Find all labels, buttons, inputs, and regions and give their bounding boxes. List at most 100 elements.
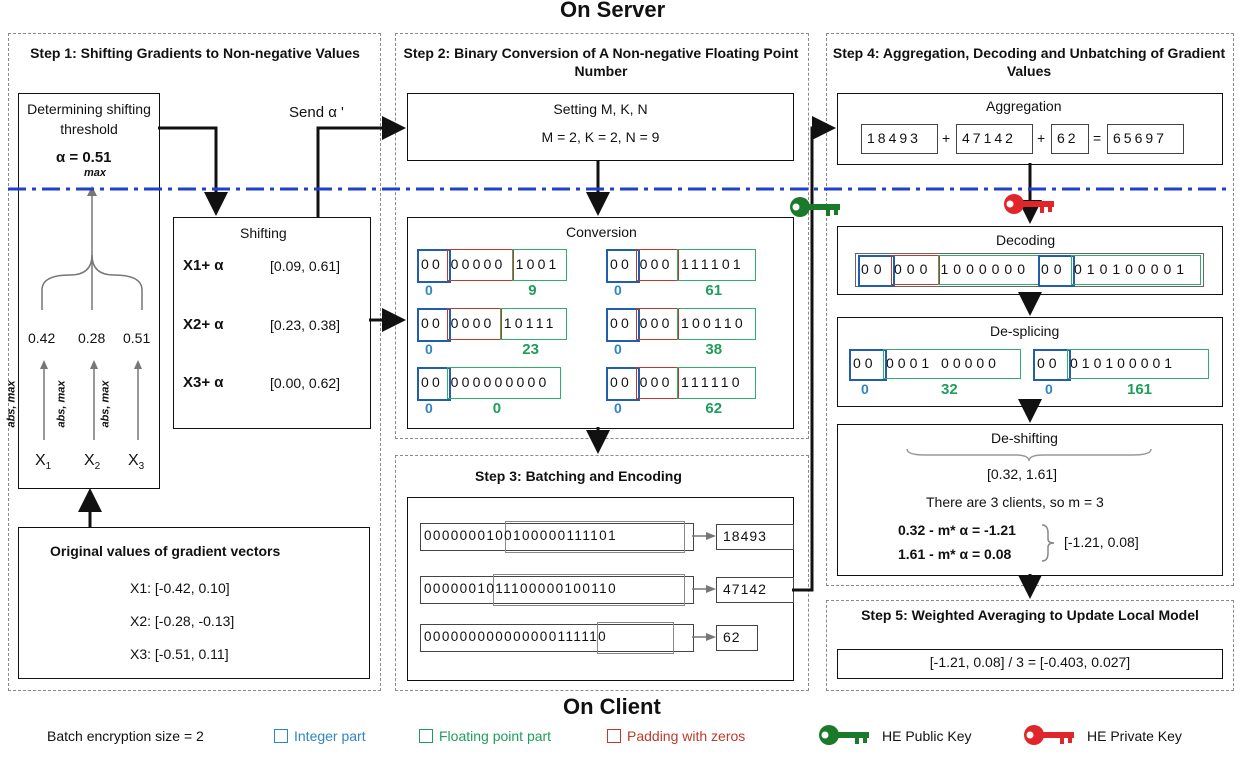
agg-box bbox=[861, 124, 938, 154]
padding-box bbox=[635, 249, 679, 281]
batch-bits: 0000001011100000100110 bbox=[424, 581, 617, 596]
agg-box bbox=[1051, 124, 1089, 154]
fraction-box bbox=[499, 308, 567, 340]
legend-integer: Integer part bbox=[274, 728, 366, 744]
legend-private-key-icon bbox=[1024, 725, 1074, 745]
legend: Batch encryption size = 2 Integer part F… bbox=[0, 722, 1243, 754]
batch-bits: 0000000100100000111101 bbox=[424, 528, 617, 543]
int-value: 0 bbox=[425, 282, 433, 298]
batch-value-box bbox=[716, 625, 758, 651]
pad-bits: 000 bbox=[639, 374, 673, 390]
decoding-seg bbox=[1038, 255, 1075, 287]
frac-value: 38 bbox=[705, 341, 723, 358]
pad-bits: 000 bbox=[639, 256, 673, 272]
step5-title: Step 5: Weighted Averaging to Update Loc… bbox=[861, 607, 1199, 623]
agg-operator: = bbox=[1093, 130, 1102, 146]
pad-bits: 000 bbox=[639, 315, 673, 331]
batch-row-box bbox=[420, 624, 694, 652]
value-2: 0.28 bbox=[78, 330, 106, 346]
client-title: On Client bbox=[563, 694, 661, 719]
aggregation-title: Aggregation bbox=[986, 98, 1062, 114]
shifting-title: Shifting bbox=[240, 225, 287, 241]
decoding-seg bbox=[1071, 255, 1201, 285]
deshift-box bbox=[837, 424, 1223, 576]
agg-value: 47142 bbox=[962, 130, 1016, 146]
int-value: 0 bbox=[425, 400, 433, 416]
x2-label: X2 bbox=[84, 452, 101, 473]
despl-frac-box bbox=[1067, 349, 1209, 379]
decoding-bits: 00 bbox=[1041, 261, 1067, 277]
decoding-bits: 00 bbox=[861, 261, 887, 277]
despl-bits: 010100001 bbox=[1070, 355, 1177, 371]
original-title: Original values of gradient vectors bbox=[50, 543, 281, 559]
pad-bits: 00000 bbox=[450, 256, 506, 272]
alpha-value: α = 0.51 bbox=[56, 149, 112, 166]
batch-bits-box bbox=[493, 574, 685, 606]
batch-bits-box bbox=[596, 622, 674, 654]
threshold-label: Determining shifting threshold bbox=[27, 101, 151, 137]
agg-value: 65697 bbox=[1113, 130, 1167, 146]
despl-frac-box bbox=[883, 349, 1021, 379]
despl-int-box bbox=[1033, 349, 1071, 381]
integer-part-box bbox=[417, 367, 451, 401]
agg-operator: + bbox=[942, 130, 951, 146]
fraction-box bbox=[511, 249, 567, 281]
decoding-title: Decoding bbox=[996, 232, 1056, 248]
decoding-seg bbox=[891, 255, 940, 285]
conversion-box bbox=[407, 217, 794, 429]
despl-int: 00 bbox=[1037, 355, 1061, 371]
shift-lhs-1: X1+ α bbox=[183, 257, 224, 274]
legend-public-key-icon bbox=[819, 725, 869, 745]
integer-part-box bbox=[417, 249, 451, 283]
legend-public-key: HE Public Key bbox=[882, 728, 972, 744]
clients-text: There are 3 clients, so m = 3 bbox=[926, 494, 1104, 510]
shifting-box bbox=[173, 217, 371, 429]
decoding-bits: 010100001 bbox=[1074, 261, 1190, 277]
shift-lhs-3: X3+ α bbox=[183, 374, 224, 391]
batch-row-box bbox=[420, 576, 694, 604]
abs-arrows bbox=[40, 360, 142, 440]
frac-value: 23 bbox=[522, 341, 539, 358]
integer-part-box bbox=[606, 367, 640, 401]
batch-value: 18493 bbox=[723, 528, 767, 544]
decoding-seg bbox=[858, 255, 895, 287]
step1-panel bbox=[8, 33, 381, 691]
step2-title: Step 2: Binary Conversion of A Non-negat… bbox=[403, 45, 799, 79]
despl-int-value: 0 bbox=[861, 381, 869, 397]
original-x3: X3: [-0.51, 0.11] bbox=[130, 646, 229, 662]
batch-value: 62 bbox=[723, 629, 741, 645]
int-value: 0 bbox=[425, 341, 433, 357]
despl-frac-value: 32 bbox=[941, 381, 958, 398]
frac-bits: 100110 bbox=[681, 315, 746, 331]
shift-rhs-1: [0.09, 0.61] bbox=[270, 258, 341, 274]
conversion-title: Conversion bbox=[566, 224, 637, 240]
original-x2: X2: [-0.28, -0.13] bbox=[130, 613, 235, 629]
padding-box bbox=[446, 308, 502, 340]
deshift-title: De-shifting bbox=[991, 430, 1058, 446]
integer-part-box bbox=[606, 249, 640, 283]
original-box bbox=[18, 527, 370, 679]
frac-bits: 000000000 bbox=[450, 374, 550, 390]
frac-bits: 111101 bbox=[681, 256, 744, 272]
integer-part-box bbox=[417, 308, 451, 342]
threshold-box bbox=[18, 93, 160, 489]
int-bits: 00 bbox=[421, 374, 443, 390]
agg-value: 62 bbox=[1057, 130, 1079, 146]
x1-label: X1 bbox=[35, 452, 52, 473]
max-brace bbox=[41, 186, 143, 310]
eq-brace bbox=[1041, 524, 1055, 562]
legend-floating: Floating point part bbox=[419, 728, 551, 744]
integer-part-box bbox=[606, 308, 640, 342]
batch-value-box bbox=[716, 524, 794, 550]
legend-private-key: HE Private Key bbox=[1087, 728, 1182, 744]
step3-title: Step 3: Batching and Encoding bbox=[475, 468, 682, 484]
x3-label: X3 bbox=[128, 452, 145, 473]
legend-batch: Batch encryption size = 2 bbox=[47, 728, 204, 744]
step5-panel bbox=[826, 600, 1234, 691]
public-key-icon bbox=[790, 197, 840, 217]
int-bits: 00 bbox=[421, 315, 443, 331]
alpha-max-sub: max bbox=[84, 167, 107, 179]
batch-bits-box bbox=[504, 521, 685, 553]
setting-values: M = 2, K = 2, N = 9 bbox=[541, 129, 660, 145]
